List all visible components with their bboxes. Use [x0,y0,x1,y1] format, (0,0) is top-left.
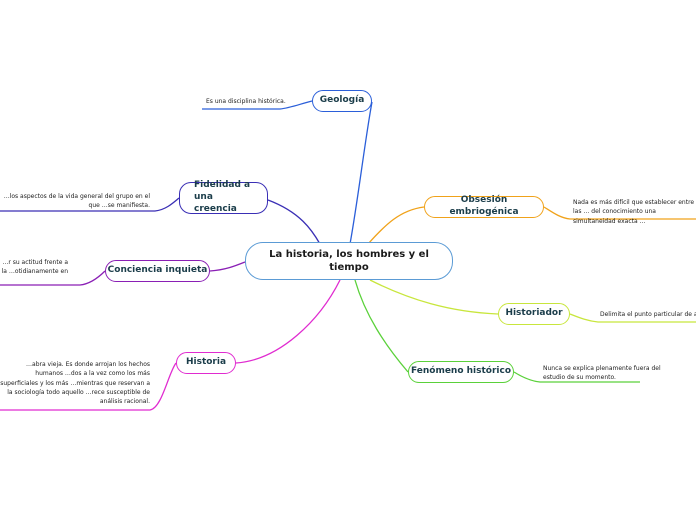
link-geologia [349,101,373,245]
link-conciencia-note [0,270,106,286]
note-fenomeno: Nunca se explica plenamente fuera del es… [543,365,661,382]
topic-fenomeno-label: Fenómeno histórico [410,366,512,377]
link-fenomeno-note [513,371,640,383]
topic-fenomeno[interactable]: Fenómeno histórico [408,361,514,383]
link-historia [235,279,341,364]
central-topic-label: La historia, los hombres y el tiempo [269,249,429,273]
note-historiador: Delimita el punto particular de apli… [600,311,696,318]
topic-conciencia-label: Conciencia inquieta [107,265,208,276]
link-obsesion [367,206,425,245]
topic-obsesion-label: Obsesión embriogénica [449,195,519,217]
topic-historia-label: Historia [185,357,227,368]
note-obsesion: Nada es más difícil que establecer entre… [573,199,695,225]
topic-conciencia[interactable]: Conciencia inquieta [105,260,210,282]
link-fidelidad [267,199,321,245]
note-historia: …abra vieja. Es donde arrojan los hechos… [0,361,150,406]
link-fenomeno [354,279,409,373]
topic-fidelidad-label: Fidelidad a una creencia [194,180,251,214]
link-geologia-note [202,100,313,110]
note-conciencia: …r su actitud frente a la …otidianamente… [1,259,68,276]
link-historiador-note [569,313,696,323]
link-historiador [369,279,499,315]
topic-obsesion[interactable]: Obsesión embriogénica [424,195,544,218]
topic-geologia[interactable]: Geología [312,90,372,112]
topic-historiador[interactable]: Historiador [498,303,570,325]
topic-geologia-label: Geología [319,95,365,106]
note-fidelidad: …los aspectos de la vida general del gru… [3,193,150,210]
link-conciencia [209,261,246,272]
central-topic[interactable]: La historia, los hombres y el tiempo [245,242,453,280]
link-obsesion-note [543,206,696,220]
topic-historia[interactable]: Historia [176,352,236,374]
note-geologia: Es una disciplina histórica. [206,98,286,105]
topic-fidelidad[interactable]: Fidelidad a una creencia [179,180,268,214]
topic-historiador-label: Historiador [505,308,563,319]
link-historia-note [0,362,177,411]
link-fidelidad-note [0,197,180,212]
